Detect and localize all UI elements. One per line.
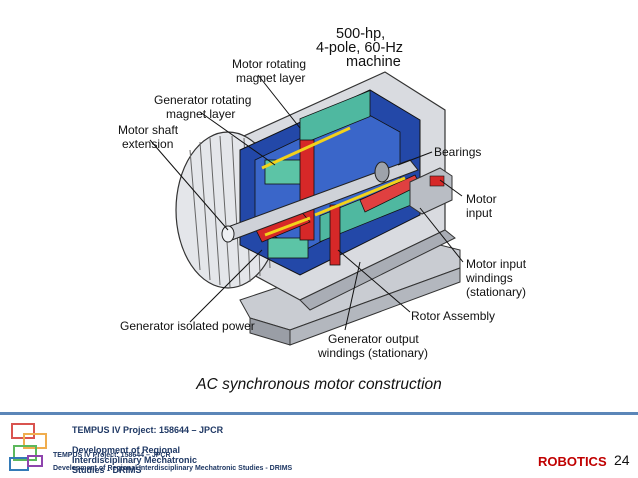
footer-development-small: Development of Regional Interdisciplinar… <box>53 465 293 472</box>
label-machine-1: 500-hp, <box>336 26 385 42</box>
label-motor-input-1: Motor <box>466 192 497 206</box>
footer-divider <box>0 412 638 415</box>
label-motor-rotating-2: magnet layer <box>236 71 305 85</box>
label-motor-shaft-1: Motor shaft <box>118 123 179 137</box>
terminal-box <box>409 167 453 215</box>
motor-shaft <box>221 159 419 243</box>
magnet-layers <box>261 126 406 237</box>
drims-logo-icon <box>9 423 47 471</box>
footer-project-small: TEMPUS IV Project: 158644 – JPCR <box>53 452 171 459</box>
label-motor-shaft-2: extension <box>122 137 173 151</box>
leader-lines <box>149 74 464 331</box>
label-motor-windings-2: windings <box>465 271 513 285</box>
label-bearings: Bearings <box>434 145 481 159</box>
label-motor-windings-3: (stationary) <box>466 285 526 299</box>
footer-project: TEMPUS IV Project: 158644 – JPCR <box>72 425 224 435</box>
figure-caption: AC synchronous motor construction <box>196 376 442 393</box>
page-number: 24 <box>614 452 630 468</box>
label-generator-rotating-2: magnet layer <box>166 107 235 121</box>
motor-cutaway-diagram: 500-hp, 4-pole, 60-Hz machine Motor rota… <box>118 26 527 360</box>
label-generator-rotating-1: Generator rotating <box>154 93 251 107</box>
label-generator-output-1: Generator output <box>328 332 419 346</box>
label-generator-output-2: windings (stationary) <box>317 346 428 360</box>
label-motor-rotating-1: Motor rotating <box>232 57 306 71</box>
label-generator-isolated-power: Generator isolated power <box>120 319 255 333</box>
diagram-labels: 500-hp, 4-pole, 60-Hz machine Motor rota… <box>118 26 527 360</box>
label-machine-2: 4-pole, 60-Hz <box>316 40 403 56</box>
label-motor-input-2: input <box>466 206 493 220</box>
label-machine-3: machine <box>346 54 401 70</box>
footer-development: Development of Regional Interdisciplinar… <box>72 445 198 475</box>
label-rotor-assembly: Rotor Assembly <box>411 309 495 323</box>
course-name: ROBOTICS <box>538 454 607 469</box>
label-motor-windings-1: Motor input <box>466 257 527 271</box>
